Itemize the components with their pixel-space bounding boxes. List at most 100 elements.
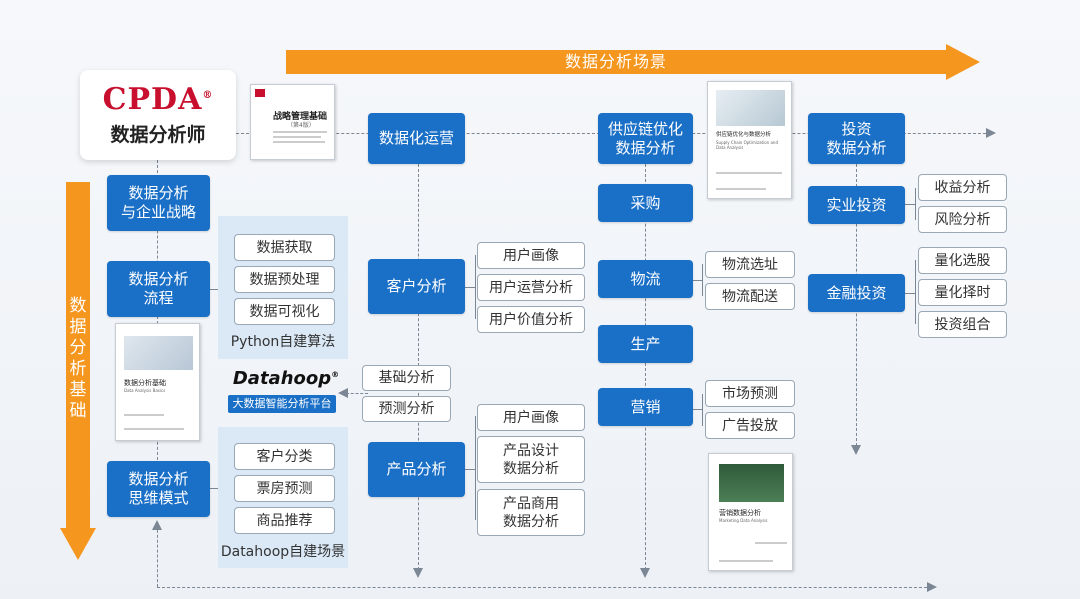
product-analysis-box[interactable]: 产品分析 xyxy=(368,442,465,497)
book-supply-title: 供应链优化与数据分析 xyxy=(716,132,772,138)
datahoop-item-customer-classification[interactable]: 客户分类 xyxy=(234,443,335,470)
logistics-item-delivery[interactable]: 物流配送 xyxy=(705,283,795,310)
book-line xyxy=(273,141,325,143)
datahoop-tagline: 大数据智能分析平台 xyxy=(228,395,336,413)
industrial-item-return[interactable]: 收益分析 xyxy=(918,174,1007,201)
marketing-box[interactable]: 营销 xyxy=(598,388,693,426)
book-supply-photo xyxy=(716,90,785,126)
book-basics-subtitle: Data Analysis Basics xyxy=(124,388,166,393)
financial-item-stock-selection[interactable]: 量化选股 xyxy=(918,247,1007,274)
industrial-connector xyxy=(905,204,915,205)
logistics-box[interactable]: 物流 xyxy=(598,260,693,298)
datahoop-logo-text: Datahoop xyxy=(232,368,332,389)
bottom-left-dashed-line xyxy=(157,525,158,587)
book-line xyxy=(124,428,184,430)
book-marketing-subtitle: Marketing Data Analysis xyxy=(719,518,768,523)
strategy-box[interactable]: 数据分析 与企业战略 xyxy=(107,175,210,231)
customer-item-profile[interactable]: 用户画像 xyxy=(477,242,585,269)
thinking-box[interactable]: 数据分析 思维模式 xyxy=(107,461,210,517)
book-line xyxy=(755,542,787,544)
book-logo-icon xyxy=(255,89,265,97)
procurement-box[interactable]: 采购 xyxy=(598,184,693,222)
customer-connector xyxy=(465,287,475,288)
process-box[interactable]: 数据分析 流程 xyxy=(107,261,210,317)
datahoop-arrowhead-icon xyxy=(338,388,348,398)
top-arrowhead-icon xyxy=(986,128,996,138)
product-bracket xyxy=(475,416,476,520)
book-supply-cover: 供应链优化与数据分析 Supply Chain Optimization and… xyxy=(707,81,792,199)
supply-arrowhead-icon xyxy=(640,568,650,578)
book-basics-cover: 数据分析基础 Data Analysis Basics xyxy=(115,323,200,441)
operations-arrowhead-icon xyxy=(413,568,423,578)
logistics-item-site[interactable]: 物流选址 xyxy=(705,251,795,278)
thinking-arrowhead-icon xyxy=(152,520,162,530)
thinking-connector xyxy=(210,488,220,489)
financial-bracket xyxy=(915,260,916,324)
datahoop-item-box-office[interactable]: 票房预测 xyxy=(234,475,335,502)
basic-analysis-button[interactable]: 基础分析 xyxy=(362,365,451,391)
book-line xyxy=(716,188,766,190)
investment-box[interactable]: 投资 数据分析 xyxy=(808,113,905,164)
product-item-design[interactable]: 产品设计 数据分析 xyxy=(477,436,585,483)
marketing-item-advertising[interactable]: 广告投放 xyxy=(705,412,795,439)
cpda-subtitle: 数据分析师 xyxy=(110,124,206,146)
foundation-arrow-label: 数据分析基础 xyxy=(69,296,87,421)
scene-arrow xyxy=(286,44,980,80)
cpda-brand-text: CPDA xyxy=(102,82,203,117)
book-line xyxy=(716,172,782,174)
scene-arrow-label: 数据分析场景 xyxy=(564,52,667,71)
book-marketing-photo xyxy=(719,464,784,502)
customer-bracket xyxy=(475,255,476,319)
book-line xyxy=(124,414,164,416)
supply-dashed-line xyxy=(645,164,646,570)
bottom-dashed-line xyxy=(157,587,927,588)
product-item-profile[interactable]: 用户画像 xyxy=(477,404,585,431)
cpda-logo-card: CPDA® 数据分析师 xyxy=(80,70,236,160)
datahoop-caption: Datahoop自建场景 xyxy=(220,544,346,560)
logistics-bracket xyxy=(702,264,703,296)
investment-arrowhead-icon xyxy=(851,445,861,455)
product-connector xyxy=(465,469,475,470)
cpda-registered-mark: ® xyxy=(202,90,214,101)
financial-connector xyxy=(905,293,915,294)
supply-chain-box[interactable]: 供应链优化 数据分析 xyxy=(598,113,693,164)
predictive-analysis-button[interactable]: 预测分析 xyxy=(362,396,451,422)
book-strategy-edition: （第4版） xyxy=(287,122,315,129)
marketing-item-forecast[interactable]: 市场预测 xyxy=(705,380,795,407)
datahoop-registered-mark: ® xyxy=(331,370,340,379)
customer-item-operations[interactable]: 用户运营分析 xyxy=(477,274,585,301)
datahoop-item-recommendation[interactable]: 商品推荐 xyxy=(234,507,335,534)
financial-item-portfolio[interactable]: 投资组合 xyxy=(918,311,1007,338)
industrial-investment-box[interactable]: 实业投资 xyxy=(808,186,905,224)
customer-analysis-box[interactable]: 客户分析 xyxy=(368,259,465,314)
python-item-preprocessing[interactable]: 数据预处理 xyxy=(234,266,335,293)
python-item-data-acquisition[interactable]: 数据获取 xyxy=(234,234,335,261)
book-basics-title: 数据分析基础 xyxy=(124,379,166,387)
book-supply-subtitle: Supply Chain Optimization and Data Analy… xyxy=(716,140,778,150)
datahoop-dashed-link xyxy=(346,393,368,394)
industrial-item-risk[interactable]: 风险分析 xyxy=(918,206,1007,233)
python-item-visualization[interactable]: 数据可视化 xyxy=(234,298,335,325)
datahoop-logo: Datahoop® xyxy=(226,368,346,389)
book-marketing-title: 营销数据分析 xyxy=(719,509,761,517)
book-strategy-cover: 战略管理基础 （第4版） xyxy=(250,84,335,160)
product-item-commercial[interactable]: 产品商用 数据分析 xyxy=(477,489,585,536)
book-strategy-title: 战略管理基础 xyxy=(273,112,328,122)
logistics-connector xyxy=(692,280,702,281)
financial-investment-box[interactable]: 金融投资 xyxy=(808,274,905,312)
production-box[interactable]: 生产 xyxy=(598,325,693,363)
book-marketing-cover: 营销数据分析 Marketing Data Analysis xyxy=(708,453,793,571)
python-caption: Python自建算法 xyxy=(230,334,336,350)
customer-item-value[interactable]: 用户价值分析 xyxy=(477,306,585,333)
process-connector xyxy=(210,289,220,290)
financial-item-timing[interactable]: 量化择时 xyxy=(918,279,1007,306)
book-line xyxy=(273,136,321,138)
book-line xyxy=(719,560,773,562)
marketing-connector xyxy=(692,409,702,410)
foundation-arrow xyxy=(60,182,96,560)
operations-box[interactable]: 数据化运营 xyxy=(368,113,465,164)
industrial-bracket xyxy=(915,188,916,220)
bottom-arrowhead-icon xyxy=(927,582,937,592)
book-basics-photo xyxy=(124,336,193,370)
